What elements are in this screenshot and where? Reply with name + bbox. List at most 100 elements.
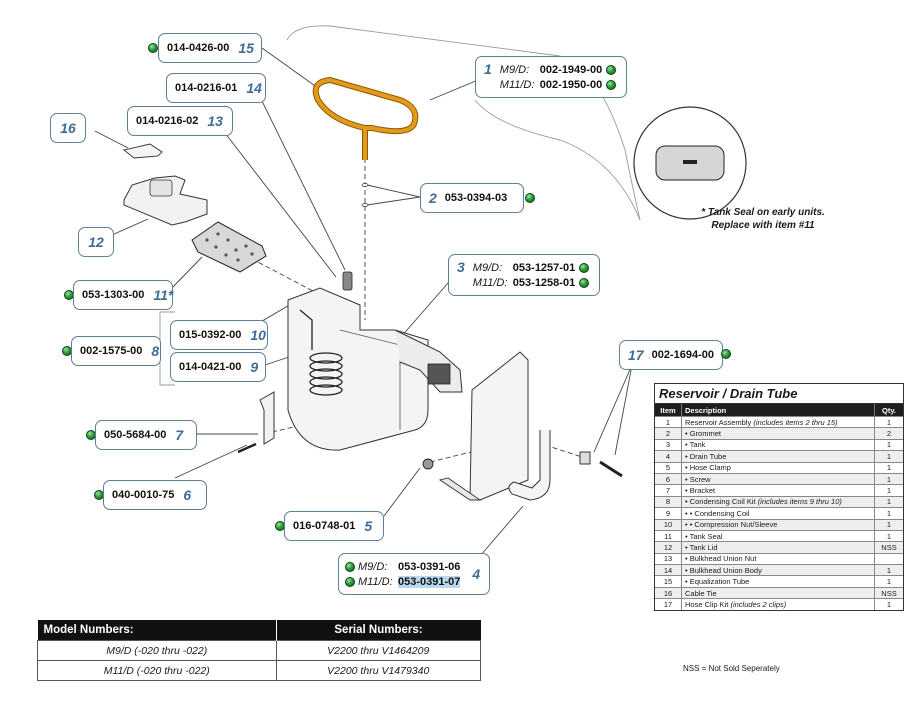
qty-cell: 1 [874, 415, 903, 428]
description-text: • Equalization Tube [685, 577, 750, 587]
model-row: M9/D: 002-1949-00 [499, 63, 617, 76]
description-cell: • Tank [681, 438, 875, 451]
callout-3: 3 M9/D: 053-1257-01 M11/D: 053-1258-01 [448, 254, 600, 296]
item-cell: 3 [655, 438, 682, 451]
description-text: • Bulkhead Union Body [685, 565, 762, 575]
table-row: 8• Condensing Coil Kit (includes items 9… [655, 495, 903, 508]
tank-lid [123, 175, 208, 226]
description-cell: Cable Tie [681, 586, 875, 599]
item-cell: 1 [655, 415, 682, 428]
callout-11: 053-1303-00 11* [73, 280, 173, 310]
item-cell: 7 [655, 484, 682, 497]
status-dot [721, 349, 731, 359]
description-cell: • Tank Seal [681, 529, 875, 542]
callout-9: 014-0421-00 9 [170, 352, 266, 382]
item-number: 16 [60, 120, 76, 136]
item-number: 3 [457, 259, 465, 275]
callout-4: M9/D: 053-0391-06 M11/D: 053-0391-07 4 [338, 553, 490, 595]
nss-note: NSS = Not Sold Seperately [683, 664, 780, 673]
model-label: M9/D: [499, 63, 530, 76]
model-row: M11/D: 002-1950-00 [500, 79, 617, 91]
model-row: M11/D: 053-0391-07 [345, 575, 464, 588]
part-number: 002-1694-00 [651, 349, 714, 361]
bulkhead-union [342, 271, 353, 291]
part-number: 053-1303-00 [82, 289, 145, 301]
table-row: 5• Hose Clamp 1 [655, 461, 903, 474]
description-text: • Condensing Coil Kit [685, 497, 756, 507]
part-number: 002-1949-00 [539, 63, 603, 76]
item-cell: 5 [655, 461, 682, 474]
model-label: M9/D: [472, 261, 503, 274]
table-row: M11/D (-020 thru -022) V2200 thru V14793… [37, 660, 481, 681]
qty-cell: 1 [874, 472, 903, 485]
table-row: 3• Tank 1 [655, 438, 903, 451]
item-cell: 12 [655, 541, 682, 554]
parts-table: Reservoir / Drain Tube Item Description … [654, 383, 904, 611]
description-text: Reservoir Assembly [685, 417, 752, 427]
description-text: • Screw [685, 474, 711, 484]
description-text: • Hose Clamp [685, 463, 731, 473]
grommet [361, 183, 369, 187]
qty-cell [874, 552, 903, 565]
header-qty: Qty. [874, 404, 903, 417]
description-note: (includes 2 clips) [730, 599, 787, 609]
description-text: Cable Tie [685, 588, 717, 598]
description-text: • Grommet [685, 429, 721, 439]
qty-cell: 1 [874, 450, 903, 463]
leader-2b [366, 196, 421, 206]
callout-14: 014-0216-01 14 [166, 73, 266, 103]
table-row: M9/D (-020 thru -022) V2200 thru V146420… [37, 640, 481, 661]
description-text: • Tank Seal [685, 531, 723, 541]
screw [237, 442, 257, 454]
part-number: 014-0216-01 [175, 82, 238, 94]
description-cell: Reservoir Assembly (includes items 2 thr… [681, 415, 875, 428]
header-description: Description [681, 404, 875, 417]
bracket [259, 391, 275, 445]
part-number: 053-0391-06 [398, 560, 461, 573]
part-number-selected[interactable]: 053-0391-07 [398, 575, 461, 588]
table-row: 10• • Compression Nut/Sleeve 1 [655, 518, 903, 531]
status-dot [525, 193, 535, 203]
item-number: 1 [484, 61, 492, 77]
status-dot [606, 64, 617, 75]
assembly-line [544, 444, 586, 459]
description-cell: • Hose Clamp [681, 461, 875, 474]
model-label: M9/D: [358, 560, 388, 573]
part-number-list: M9/D: 053-1257-01 M11/D: 053-1258-01 [472, 261, 590, 289]
serial-range: V2200 thru V1479340 [275, 660, 481, 681]
model-number: M11/D (-020 thru -022) [37, 660, 277, 681]
model-table-header: Model Numbers: Serial Numbers: [37, 620, 481, 641]
description-text: • Bulkhead Union Nut [685, 554, 757, 564]
item-number: 13 [207, 113, 223, 129]
hose-clip [599, 460, 623, 478]
item-cell: 6 [655, 472, 682, 485]
leader-16 [94, 130, 129, 149]
item-number: 12 [88, 234, 104, 250]
drain-tube [508, 430, 551, 501]
part-number: 016-0748-01 [293, 520, 356, 532]
part-number: 053-0394-03 [444, 192, 508, 204]
qty-cell: 1 [874, 564, 903, 576]
status-dot [148, 43, 158, 53]
note-line: * Tank Seal on early units. [701, 207, 825, 218]
cable-tie [122, 143, 163, 159]
description-text: • Tank Lid [685, 542, 718, 552]
qty-cell: 1 [874, 575, 903, 588]
hose-clamp [422, 458, 434, 470]
qty-cell: NSS [874, 586, 903, 599]
description-cell: • Condensing Coil Kit (includes items 9 … [681, 495, 875, 508]
callout-1: 1 M9/D: 002-1949-00 M11/D: 002-1950-00 [475, 56, 627, 98]
item-number: 17 [628, 347, 644, 363]
part-number: 053-1257-01 [512, 261, 576, 274]
part-number: 015-0392-00 [179, 329, 242, 341]
assembly-line [215, 239, 331, 301]
description-cell: • • Condensing Coil [681, 507, 875, 520]
leader-3 [399, 274, 456, 339]
item-cell: 9 [655, 507, 682, 520]
status-dot [345, 561, 355, 572]
part-number: 040-0010-75 [112, 489, 175, 501]
note-line: Replace with item #11 [711, 220, 815, 231]
callout-7: 050-5684-00 7 [95, 420, 197, 450]
